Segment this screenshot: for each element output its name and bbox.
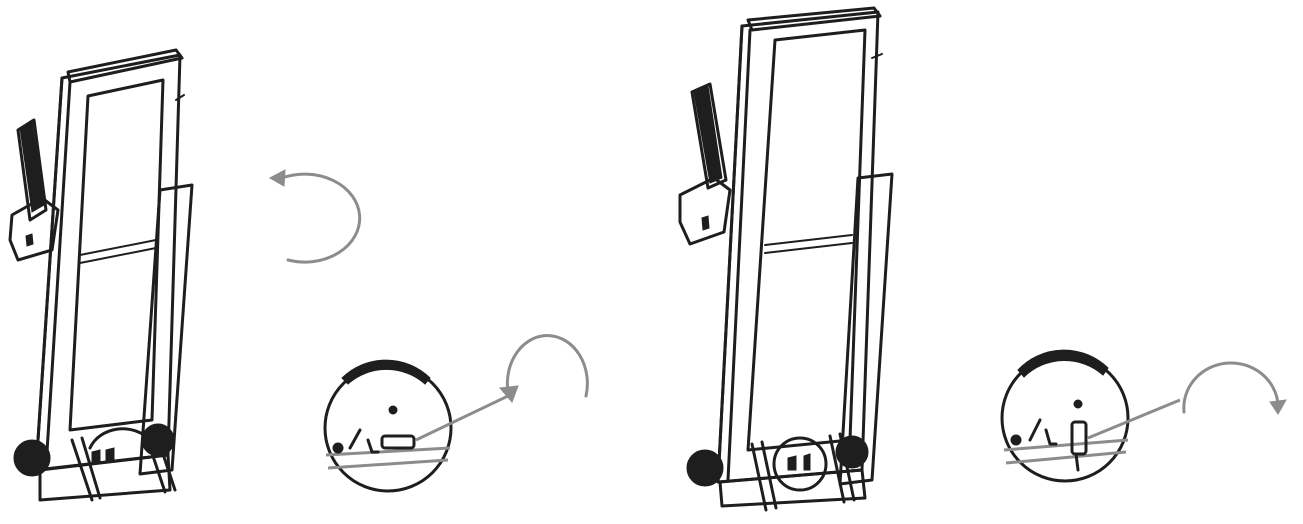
left-treadmill-illustration (10, 50, 192, 500)
left-rotate-arrow-icon (270, 170, 360, 262)
right-latch-rotate-arrow-icon (1184, 363, 1286, 414)
left-latch-detail (325, 360, 510, 491)
left-latch-rotate-arrow-icon (500, 336, 587, 402)
right-treadmill-illustration (680, 8, 892, 510)
right-latch-detail (1002, 350, 1180, 481)
